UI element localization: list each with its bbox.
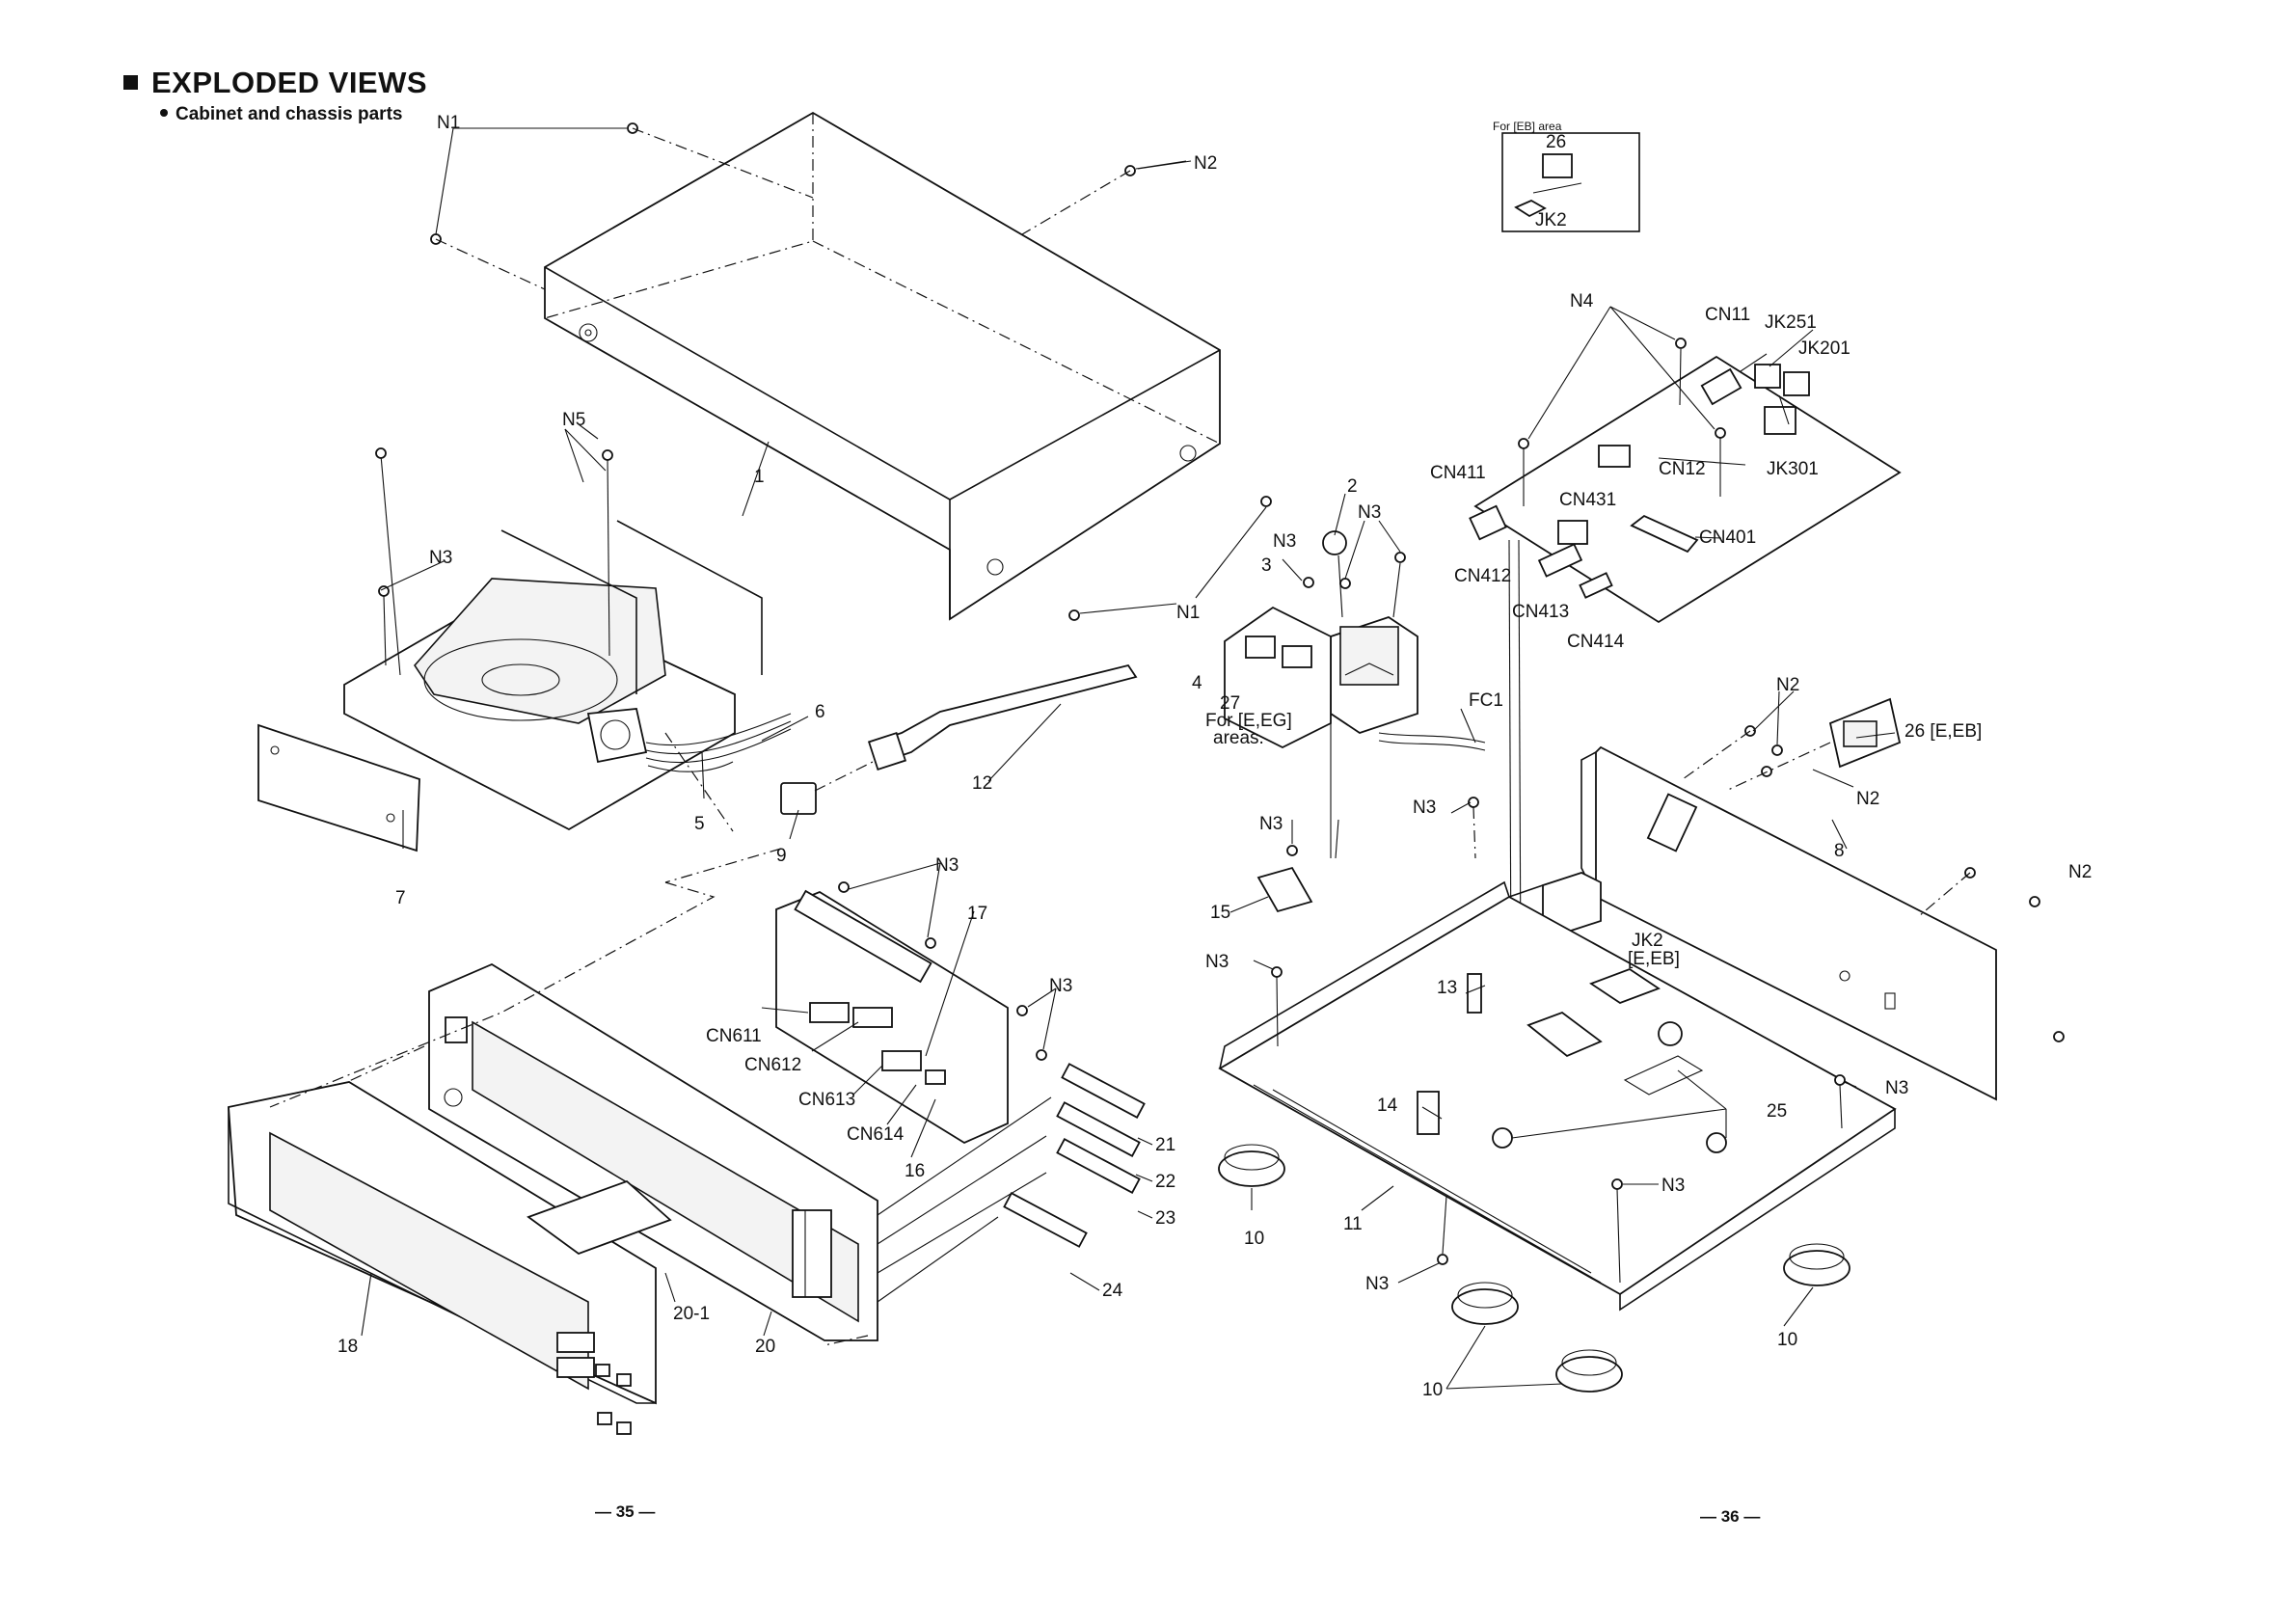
label-n1-bottom: N1	[1176, 603, 1200, 623]
label-cn11: CN11	[1705, 305, 1750, 325]
feet-10	[1218, 1144, 1850, 1393]
label-part-27: 27	[1220, 693, 1240, 714]
label-part-21: 21	[1155, 1135, 1175, 1155]
label-part-22: 22	[1155, 1172, 1175, 1192]
label-part-9: 9	[776, 846, 787, 866]
subheading-text: Cabinet and chassis parts	[176, 104, 403, 124]
label-part-17: 17	[967, 904, 987, 924]
bullet-dot-icon	[160, 109, 168, 117]
assembly-guide-lines	[269, 732, 869, 1346]
label-part-18: 18	[338, 1337, 358, 1357]
leader-lines	[361, 160, 1896, 1390]
label-inset-jack: JK2	[1535, 210, 1567, 230]
label-part-23: 23	[1155, 1208, 1175, 1229]
bottom-chassis-11	[1218, 694, 1897, 1312]
label-part-8: 8	[1834, 841, 1845, 861]
label-cn412: CN412	[1454, 566, 1511, 586]
label-n3-pcb-b: N3	[1049, 976, 1072, 996]
label-jk2-region-1: JK2	[1632, 931, 1663, 951]
label-cn611: CN611	[706, 1026, 762, 1046]
label-part-10-b: 10	[1422, 1380, 1443, 1400]
label-n3-chassis-a: N3	[1413, 798, 1436, 818]
label-part-1: 1	[754, 467, 765, 487]
label-part-6: 6	[815, 702, 825, 722]
display-pcb	[775, 881, 1047, 1145]
label-n3-pcb: N3	[935, 855, 959, 876]
label-jk251: JK251	[1765, 312, 1817, 333]
callout-labels: N1 N2 N5 N3 1 N1 6 5 7 9 12 2 N3 N3 3 4 …	[338, 113, 2092, 1400]
flat-cable-12	[780, 663, 1138, 815]
label-part-7: 7	[395, 888, 406, 908]
label-part-11: 11	[1343, 1214, 1363, 1234]
label-part-12: 12	[972, 773, 992, 794]
label-n2-rear-b: N2	[1856, 789, 1879, 809]
screws-n1-n2	[430, 122, 1272, 621]
label-n2-top: N2	[1194, 153, 1217, 174]
label-n2-rear-a: N2	[1776, 675, 1799, 695]
label-n3-mid: N3	[1661, 1176, 1685, 1196]
page-number-right: — 36 —	[1700, 1507, 1761, 1526]
label-jk201: JK201	[1798, 338, 1850, 359]
label-jk2-region-2: [E,EB]	[1628, 949, 1680, 969]
label-part-2: 2	[1347, 476, 1358, 497]
cd-mechanism	[257, 447, 792, 852]
top-cover	[544, 111, 1221, 621]
section-subheading: Cabinet and chassis parts	[160, 104, 402, 125]
label-n3-part-15: N3	[1259, 814, 1283, 834]
button-keys	[877, 1063, 1146, 1303]
label-part-24: 24	[1102, 1281, 1123, 1301]
transformer-assembly	[1224, 530, 1486, 751]
label-part-25: 25	[1767, 1101, 1787, 1122]
label-n3-bottom: N3	[1365, 1274, 1389, 1294]
label-n1-top: N1	[437, 113, 460, 133]
label-cn413: CN413	[1512, 602, 1569, 622]
label-cn431: CN431	[1559, 490, 1616, 510]
label-part-10-a: 10	[1244, 1229, 1264, 1249]
label-part-14: 14	[1377, 1096, 1398, 1116]
label-regional-note-2: areas.	[1213, 728, 1264, 748]
label-n2-rear-c: N2	[2068, 862, 2092, 882]
main-pcb	[1469, 306, 1902, 1187]
label-fc1: FC1	[1469, 690, 1503, 711]
label-cn414: CN414	[1567, 632, 1625, 652]
label-jk301: JK301	[1767, 459, 1819, 479]
page-heading: EXPLODED VIEWS	[123, 66, 427, 100]
front-panel-18	[228, 1081, 657, 1435]
square-bullet-icon	[123, 75, 138, 90]
heading-text: EXPLODED VIEWS	[151, 66, 428, 99]
label-part-20: 20	[755, 1337, 775, 1357]
eb-area-inset	[1501, 132, 1640, 232]
rear-panel-8	[1542, 697, 2065, 1101]
label-n3-chassis-b: N3	[1205, 952, 1229, 972]
label-cn612: CN612	[744, 1055, 801, 1075]
label-n3-transformer-a: N3	[1273, 531, 1296, 552]
label-part-20-1: 20-1	[673, 1304, 710, 1324]
front-frame-20	[428, 962, 878, 1341]
label-cn614: CN614	[847, 1124, 905, 1145]
label-n3-right: N3	[1885, 1078, 1908, 1098]
label-n5: N5	[562, 410, 585, 430]
label-part-15: 15	[1210, 903, 1230, 923]
label-part-16: 16	[905, 1161, 925, 1181]
label-part-26-region: 26 [E,EB]	[1904, 721, 1982, 742]
label-regional-note-1: For [E,EG]	[1205, 711, 1292, 731]
label-cn613: CN613	[798, 1090, 855, 1110]
label-n3-mechanism: N3	[429, 548, 452, 568]
label-cn12: CN12	[1659, 459, 1706, 479]
label-part-5: 5	[694, 814, 705, 834]
label-n4: N4	[1570, 291, 1594, 311]
page-number-left: — 35 —	[595, 1502, 656, 1521]
label-part-4: 4	[1192, 673, 1202, 693]
label-inset-title: For [EB] area	[1493, 120, 1562, 133]
label-inset-part: 26	[1546, 132, 1566, 152]
label-part-13: 13	[1437, 978, 1457, 998]
label-cn401: CN401	[1699, 527, 1756, 548]
label-n3-transformer-b: N3	[1358, 502, 1381, 523]
label-cn411: CN411	[1430, 463, 1486, 483]
label-part-10-c: 10	[1777, 1330, 1797, 1350]
label-part-3: 3	[1261, 555, 1272, 576]
